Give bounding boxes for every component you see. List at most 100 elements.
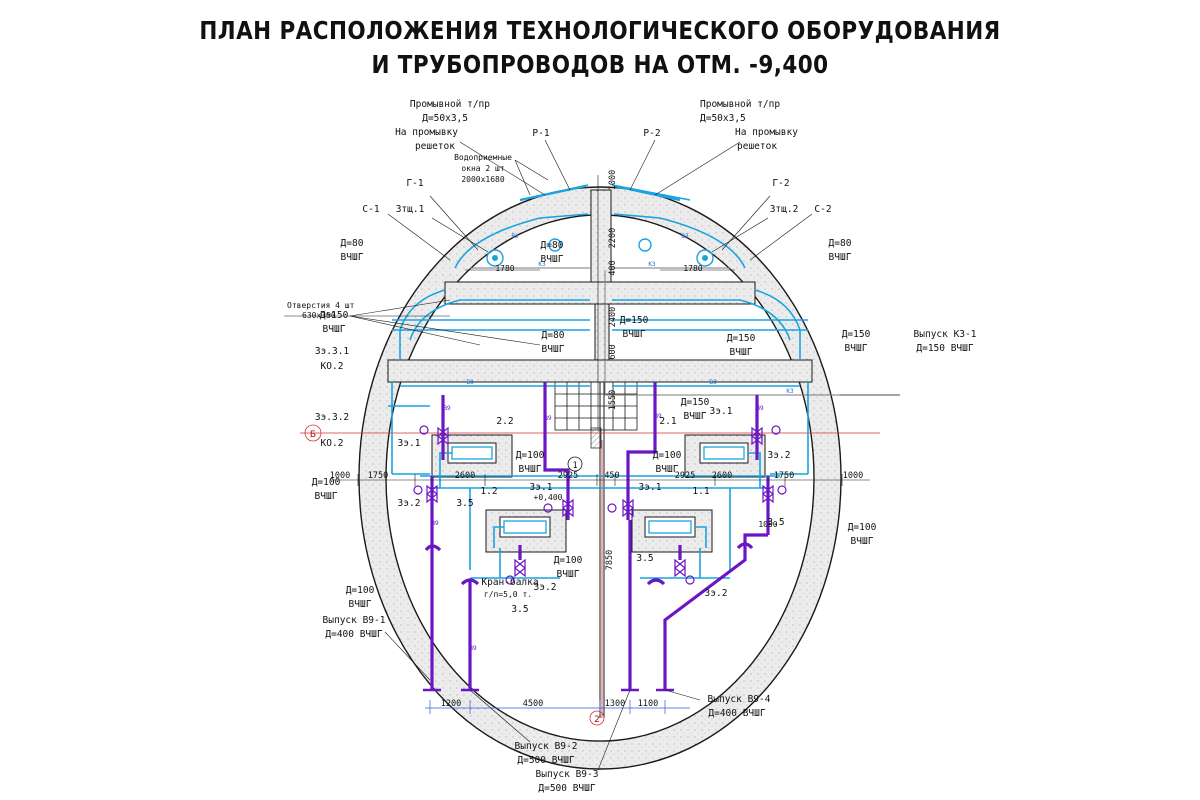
- label-s2: С-2: [814, 204, 831, 215]
- label-holes-2: 630х350: [302, 311, 336, 320]
- label-d100-b-1: Д=100: [653, 450, 682, 461]
- dim-2925-right: 2925: [675, 471, 695, 481]
- label-ze1-a: Зэ.1: [398, 438, 421, 449]
- pipe-code-v9-e: В9: [431, 520, 439, 527]
- title-line-2: И ТРУБОПРОВОДОВ НА ОТМ. -9,400: [371, 50, 829, 79]
- label-2-2: 2.2: [496, 416, 513, 427]
- pipe-code-k3-c: К3: [786, 388, 794, 395]
- label-ze1-c: Зэ.1: [530, 482, 553, 493]
- label-d150-center-1: Д=150: [620, 315, 649, 326]
- label-d150-far-right-1: Д=150: [842, 329, 871, 340]
- label-d100-low-left-2: ВЧШГ: [349, 599, 372, 610]
- label-ko2-b: КО.2: [321, 438, 344, 449]
- dim-450: 450: [604, 471, 619, 481]
- label-d100-center-1: Д=100: [554, 555, 583, 566]
- dim-v-2200: 2200: [608, 228, 618, 248]
- label-d80-center-1: Д=80: [541, 240, 564, 251]
- label-g1: Г-1: [406, 178, 423, 189]
- label-1050: 1050: [758, 520, 777, 529]
- dim-1000-left: 1000: [330, 471, 350, 481]
- label-outlet-v93-1: Выпуск В9-3: [536, 769, 599, 780]
- pipe-code-v9-d: В9: [756, 405, 764, 412]
- pipe-code-b3-b: В3: [709, 379, 717, 386]
- label-d80-right-2: ВЧШГ: [829, 252, 852, 263]
- axis-label-2: 2: [594, 715, 600, 725]
- label-outlet-k3-2: Д=150 ВЧШГ: [916, 343, 973, 354]
- axis-label-1: 1: [572, 461, 577, 471]
- label-outlet-k3-1: Выпуск К3-1: [914, 329, 977, 340]
- dim-1750-right: 1750: [774, 471, 794, 481]
- label-holes-1: Отверстия 4 шт: [287, 301, 355, 310]
- dim-v-400: 400: [608, 260, 618, 275]
- label-d80-left-1: Д=80: [341, 238, 364, 249]
- label-flush-right-1: Промывной т/пр: [700, 99, 780, 110]
- label-d100-center-2: ВЧШГ: [557, 569, 580, 580]
- label-ze2-b: Зэ.2: [398, 498, 421, 509]
- intake-windows: [519, 184, 681, 202]
- label-d100-right-1: Д=100: [848, 522, 877, 533]
- label-3-5-d: 3.5: [511, 604, 528, 615]
- label-3-5-a: 3.5: [456, 498, 473, 509]
- pipe-code-k3-b: К3: [648, 261, 656, 268]
- title-line-1: ПЛАН РАСПОЛОЖЕНИЯ ТЕХНОЛОГИЧЕСКОГО ОБОРУ…: [199, 16, 1001, 45]
- dim-1300: 1300: [605, 699, 625, 709]
- label-ze1-b: Зэ.1: [710, 406, 733, 417]
- dim-v-600: 600: [608, 344, 618, 359]
- dim-2925-left: 2925: [558, 471, 578, 481]
- label-ze31: Зэ.3.1: [315, 346, 350, 357]
- label-level-0400: +0,400: [534, 493, 563, 502]
- hatch-block: [590, 427, 602, 449]
- label-intake-1: Водоприемные: [454, 153, 512, 162]
- label-outlet-v93-2: Д=500 ВЧШГ: [538, 783, 595, 794]
- dim-1780-left: 1780: [495, 264, 514, 273]
- label-ko2-a: КО.2: [321, 361, 344, 372]
- bottom-leaders: [384, 631, 701, 771]
- label-d150-right-2: ВЧШГ: [730, 347, 753, 358]
- label-d100-left-2: ВЧШГ: [315, 491, 338, 502]
- axis-marker-1: 1: [567, 456, 583, 472]
- dim-1780-right: 1780: [683, 264, 702, 273]
- label-d80-right-1: Д=80: [829, 238, 852, 249]
- pipe-code-b3-c: В3: [511, 233, 519, 240]
- label-d150-center-2: ВЧШГ: [623, 329, 646, 340]
- label-s1: С-1: [362, 204, 379, 215]
- label-1-1: 1.1: [692, 486, 709, 497]
- dim-2600-right: 2600: [712, 471, 732, 481]
- label-flush-right-4: решеток: [737, 141, 777, 152]
- dim-2600-left: 2600: [455, 471, 475, 481]
- label-flush-left-1: Промывной т/пр: [410, 99, 490, 110]
- label-crane-1: Кран-балка: [481, 577, 538, 588]
- label-d150-x-1: Д=150: [681, 397, 710, 408]
- label-3-5-b: 3.5: [767, 517, 784, 528]
- pump-pit-lower-right: [631, 509, 713, 553]
- label-d80-mid-1: Д=80: [542, 330, 565, 341]
- label-g2: Г-2: [772, 178, 789, 189]
- axis-lines: [300, 424, 880, 726]
- purple-pipework: [424, 382, 770, 690]
- label-3-5-c: 3.5: [636, 553, 653, 564]
- label-outlet-v92-1: Выпуск В9-2: [515, 741, 578, 752]
- label-2-1: 2.1: [659, 416, 676, 427]
- dim-1750-left: 1750: [368, 471, 388, 481]
- dimension-lines: [330, 175, 870, 486]
- label-d80-left-2: ВЧШГ: [341, 252, 364, 263]
- gate-c1: [548, 238, 652, 252]
- label-outlet-v94-2: Д=400 ВЧШГ: [708, 708, 765, 719]
- pipe-code-b3-a: В3: [466, 379, 474, 386]
- label-flush-right-2: Д=50х3,5: [700, 113, 746, 124]
- label-intake-3: 2000х1680: [461, 175, 505, 184]
- dim-v-2400: 2400: [608, 307, 618, 327]
- dim-v-1550: 1550: [608, 390, 618, 410]
- label-d150-left-2: ВЧШГ: [323, 324, 346, 335]
- label-d100-left-1: Д=100: [312, 477, 341, 488]
- stair-grid: [554, 381, 638, 431]
- pipe-code-v9-a: В9: [443, 405, 451, 412]
- gate-g1: [486, 249, 504, 267]
- dim-1000-right: 1000: [843, 471, 863, 481]
- label-outlet-v94-1: Выпуск В9-4: [708, 694, 771, 705]
- pipe-code-v9-b: В9: [544, 415, 552, 422]
- pump-pit-lower-left: [485, 509, 567, 553]
- label-d80-mid-2: ВЧШГ: [542, 344, 565, 355]
- label-crane-2: г/п=5,0 т.: [484, 590, 532, 599]
- label-outlet-v91-2: Д=400 ВЧШГ: [325, 629, 382, 640]
